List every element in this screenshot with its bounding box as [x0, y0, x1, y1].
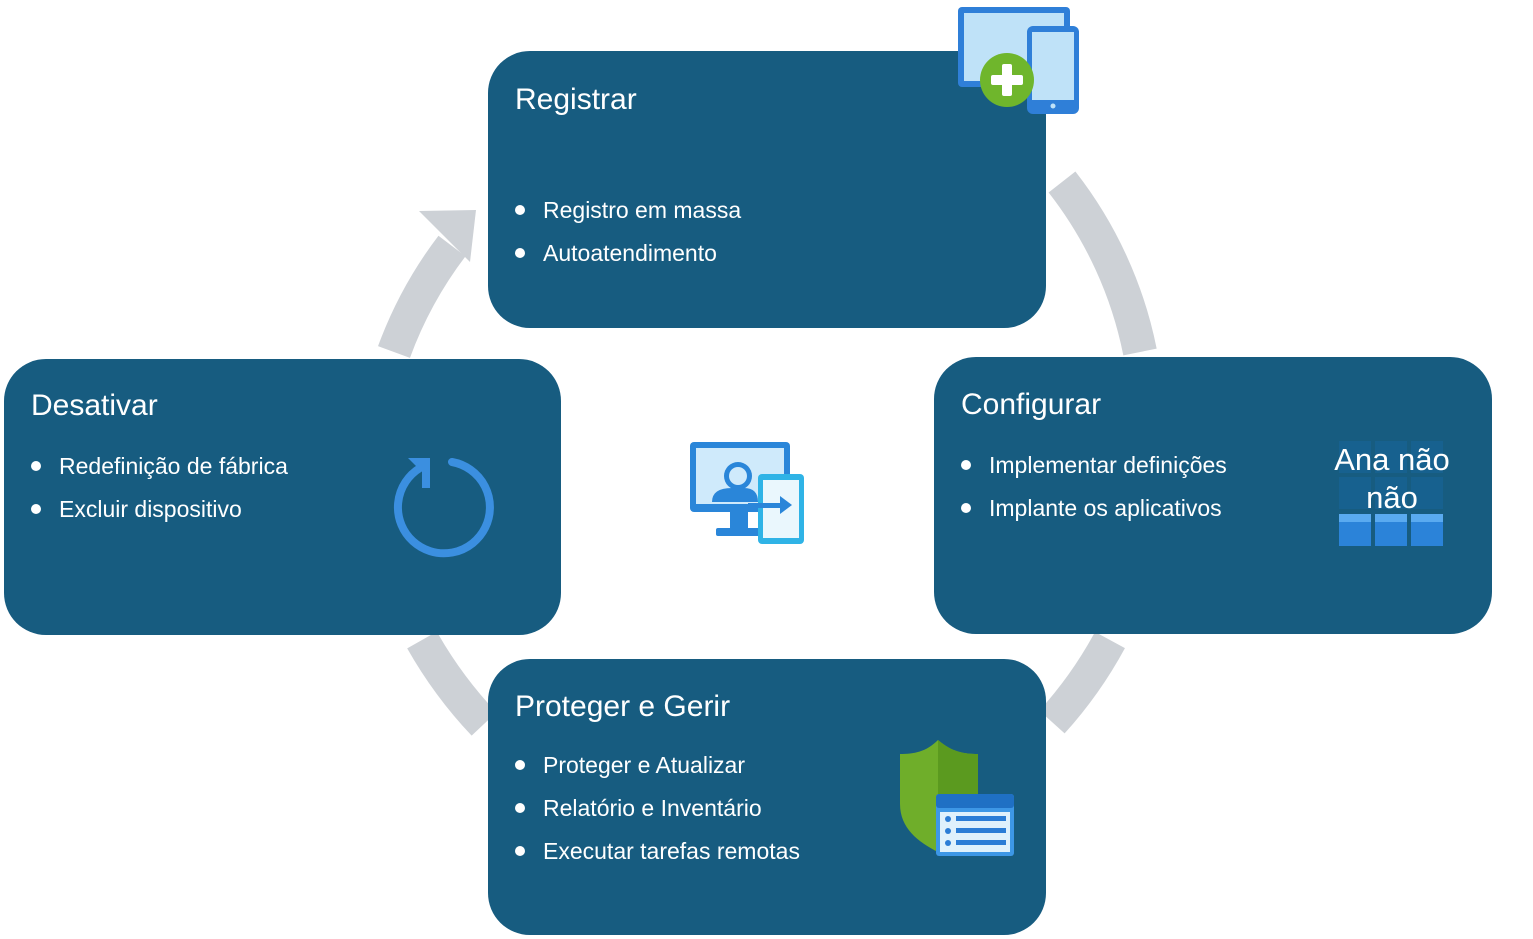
app-tiles-label-line: não	[1366, 480, 1418, 515]
desativar-list: Redefinição de fábrica Excluir dispositi…	[31, 453, 288, 539]
ring-segment-top-left	[378, 235, 466, 359]
ring-segment-bottom-right	[1039, 631, 1125, 734]
cycle-arrow-head	[419, 210, 476, 262]
ring-segment-bottom-left	[407, 631, 497, 736]
list-item: Excluir dispositivo	[31, 496, 288, 522]
monitor-device-transfer-icon	[690, 442, 804, 544]
desativar-title: Desativar	[31, 389, 158, 422]
tablet-phone-add-icon	[958, 7, 1079, 114]
registrar-list: Registro em massa Autoatendimento	[515, 197, 741, 283]
list-item: Implante os aplicativos	[961, 495, 1227, 521]
list-item: Redefinição de fábrica	[31, 453, 288, 479]
list-item: Executar tarefas remotas	[515, 838, 800, 864]
list-item: Registro em massa	[515, 197, 741, 223]
registrar-title: Registrar	[515, 83, 637, 116]
shield-list-icon	[900, 740, 1014, 856]
ring-segment-top-right	[1048, 171, 1157, 356]
registrar-card: Registrar Registro em massa Autoatendime…	[488, 51, 1046, 328]
app-tiles-label-line: Ana não	[1334, 442, 1450, 477]
desativar-card: Desativar Redefinição de fábrica Excluir…	[4, 359, 561, 635]
proteger-title: Proteger e Gerir	[515, 690, 731, 723]
configurar-title: Configurar	[961, 388, 1102, 421]
list-item: Proteger e Atualizar	[515, 752, 800, 778]
list-item: Implementar definições	[961, 452, 1227, 478]
list-item: Autoatendimento	[515, 240, 741, 266]
reset-power-icon	[394, 458, 494, 558]
app-tiles-icon	[1339, 441, 1443, 546]
proteger-list: Proteger e Atualizar Relatório e Inventá…	[515, 752, 800, 881]
list-item: Relatório e Inventário	[515, 795, 800, 821]
app-tiles-label: Ana não não	[1322, 441, 1462, 517]
configurar-list: Implementar definições Implante os aplic…	[961, 452, 1227, 538]
